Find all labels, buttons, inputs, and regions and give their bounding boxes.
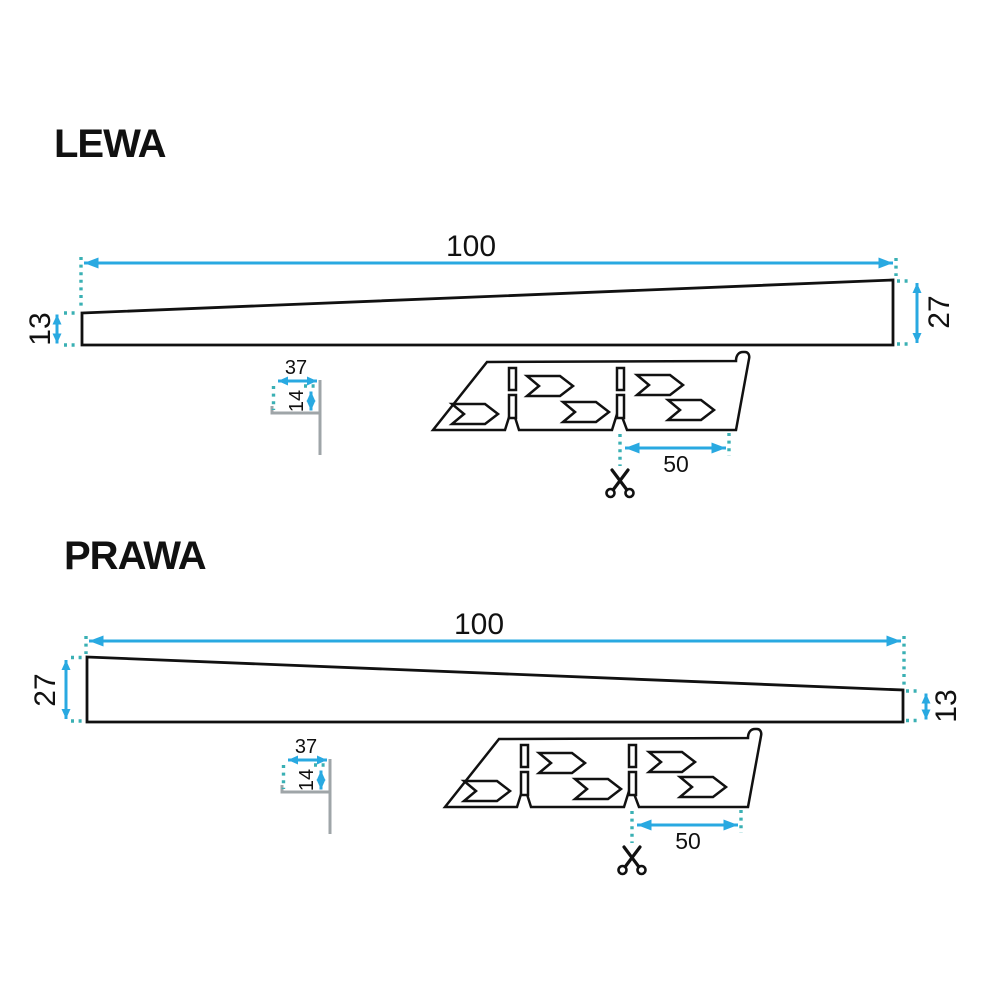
profile-side-view bbox=[80, 278, 895, 347]
dimension-label: 27 bbox=[29, 673, 62, 706]
dimension-label: 27 bbox=[923, 295, 956, 328]
dimension-label: 13 bbox=[930, 689, 963, 722]
perforated-strip-instance bbox=[433, 352, 749, 497]
section-title: PRAWA bbox=[64, 534, 206, 578]
end-profile-detail-instance bbox=[272, 357, 320, 455]
length-dimension: 100 bbox=[84, 608, 906, 686]
dimension-label: 13 bbox=[24, 312, 57, 345]
right-height-dimension: 27 bbox=[897, 279, 956, 346]
lewa-section: LEWA 100 13 27 bbox=[24, 122, 956, 497]
end-profile-detail-instance bbox=[282, 736, 330, 834]
left-height-dimension: 27 bbox=[29, 655, 83, 723]
length-dimension: 100 bbox=[79, 230, 898, 309]
perforated-strip-instance bbox=[445, 729, 761, 874]
left-height-dimension: 13 bbox=[24, 311, 77, 347]
dimension-label: 100 bbox=[446, 230, 496, 263]
section-title: LEWA bbox=[54, 122, 166, 166]
right-height-dimension: 13 bbox=[906, 689, 963, 723]
dimension-label: 100 bbox=[454, 608, 504, 641]
prawa-section: PRAWA 100 27 13 bbox=[29, 534, 963, 874]
profile-side-view bbox=[85, 655, 905, 724]
